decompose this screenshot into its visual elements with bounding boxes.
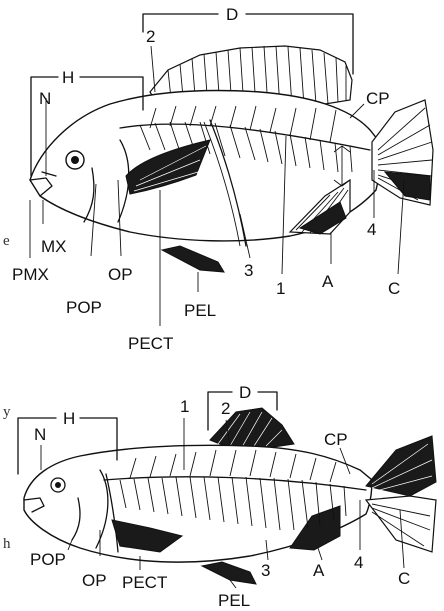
top-label-d: D — [226, 5, 238, 24]
margin-fragment-bottom-b: h — [3, 536, 11, 552]
bottom-label-d: D — [239, 383, 251, 402]
top-label-pop: POP — [66, 298, 102, 317]
top-label-2: 2 — [146, 27, 155, 46]
bottom-pelvic-fin — [202, 562, 256, 584]
top-label-a: A — [322, 272, 334, 291]
bottom-label-n: N — [34, 425, 46, 444]
top-label-h: H — [62, 68, 74, 87]
top-label-cp: CP — [366, 89, 390, 108]
bottom-caudal-fin — [366, 436, 436, 496]
top-label-1: 1 — [276, 279, 285, 298]
top-label-n: N — [39, 89, 51, 108]
bottom-label-cp: CP — [324, 430, 348, 449]
top-pelvic-fin — [162, 246, 224, 272]
top-label-c: C — [388, 279, 400, 298]
margin-fragment-bottom-a: y — [3, 404, 11, 420]
bottom-fish-figure: D 1 2 H N CP POP 4 3 A OP PECT C PEL — [18, 383, 436, 610]
bottom-label-pel: PEL — [218, 591, 250, 610]
top-label-3: 3 — [244, 261, 253, 280]
top-label-pmx: PMX — [12, 265, 49, 284]
top-label-4: 4 — [367, 220, 376, 239]
bottom-label-h: H — [63, 409, 75, 428]
bottom-label-c: C — [398, 569, 410, 588]
bottom-label-pect: PECT — [122, 573, 167, 592]
bottom-label-pop: POP — [30, 550, 66, 569]
top-fish-figure: D 2 H N CP 4 MX PMX OP 3 1 A C POP PEL P… — [12, 5, 433, 353]
top-label-mx: MX — [41, 237, 67, 256]
bottom-label-1: 1 — [180, 397, 189, 416]
bottom-label-a: A — [313, 561, 325, 580]
bottom-label-3: 3 — [261, 561, 270, 580]
top-label-op: OP — [108, 265, 133, 284]
bottom-label-op: OP — [82, 571, 107, 590]
top-label-pel: PEL — [184, 301, 216, 320]
margin-fragment-top: e — [3, 233, 10, 249]
bottom-label-4: 4 — [354, 553, 363, 572]
bottom-label-2: 2 — [221, 399, 230, 418]
top-label-pect: PECT — [128, 334, 173, 353]
